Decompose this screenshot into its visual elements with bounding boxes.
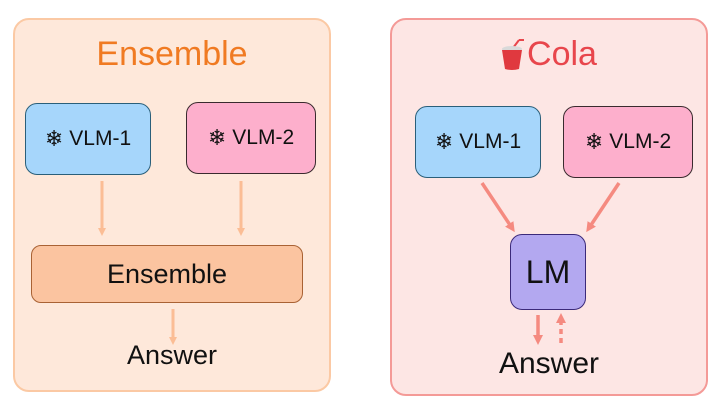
ensemble-vlm2-node: ❄ VLM-2 [186, 102, 316, 174]
lm-label: LM [525, 253, 571, 290]
ensemble-answer-label: Answer [126, 340, 218, 370]
vlm1-label: VLM-1 [459, 130, 522, 153]
cola-vlm2-node: ❄ VLM-2 [563, 106, 693, 178]
cola-cup-icon [502, 38, 525, 70]
snowflake-icon: ❄ [584, 129, 604, 154]
cola-vlm1-node: ❄ VLM-1 [415, 106, 541, 178]
snowflake-icon: ❄ [207, 125, 227, 150]
ensemble-aggregator-node: Ensemble [31, 245, 303, 303]
cola-panel: Cola ❄ VLM-1 ❄ VLM-2 LM Answer [390, 18, 708, 396]
cola-lm-node: LM [510, 234, 586, 310]
vlm2-label: VLM-2 [609, 130, 672, 153]
vlm2-label: VLM-2 [232, 126, 295, 149]
snowflake-icon: ❄ [44, 126, 64, 151]
ensemble-panel-title: Ensemble [96, 35, 248, 73]
ensemble-panel: Ensemble ❄ VLM-1 ❄ VLM-2 Ensemble Answer [13, 18, 331, 392]
cola-answer-label: Answer [498, 347, 600, 380]
ensemble-vlm1-node: ❄ VLM-1 [25, 103, 151, 175]
cola-title-text: Cola [527, 35, 597, 73]
vlm1-label: VLM-1 [69, 127, 132, 150]
snowflake-icon: ❄ [434, 129, 454, 154]
aggregator-label: Ensemble [106, 258, 228, 289]
cola-panel-title: Cola [392, 35, 706, 74]
